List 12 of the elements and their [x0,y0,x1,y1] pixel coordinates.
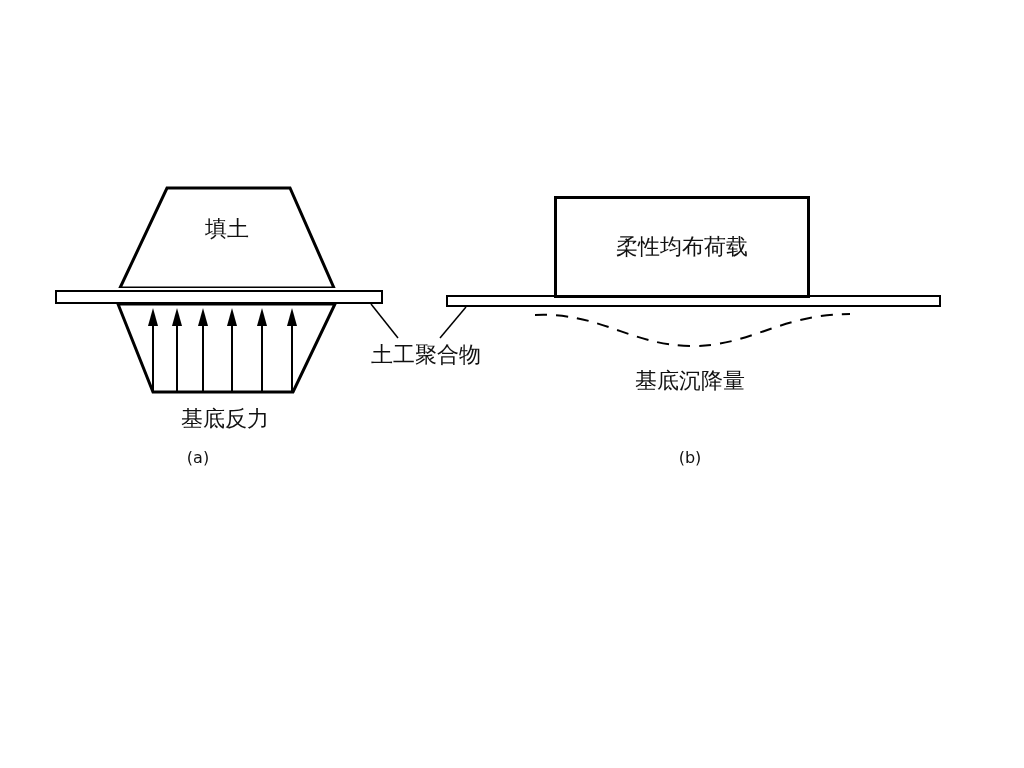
material-label: 土工聚合物 [371,341,481,369]
fill-trapezoid [118,186,336,288]
panel-label: (b) [678,448,702,467]
annotation-label: 基底反力 [181,405,269,433]
leader-line [439,306,467,339]
node-label: 柔性均布荷载 [616,233,748,261]
node-label: 填土 [205,215,249,243]
annotation-label: 基底沉降量 [635,367,745,395]
load-box [554,196,810,298]
panel-label: (a) [186,448,210,467]
leader-line [370,303,399,339]
geosynthetic-sheet [55,290,383,304]
